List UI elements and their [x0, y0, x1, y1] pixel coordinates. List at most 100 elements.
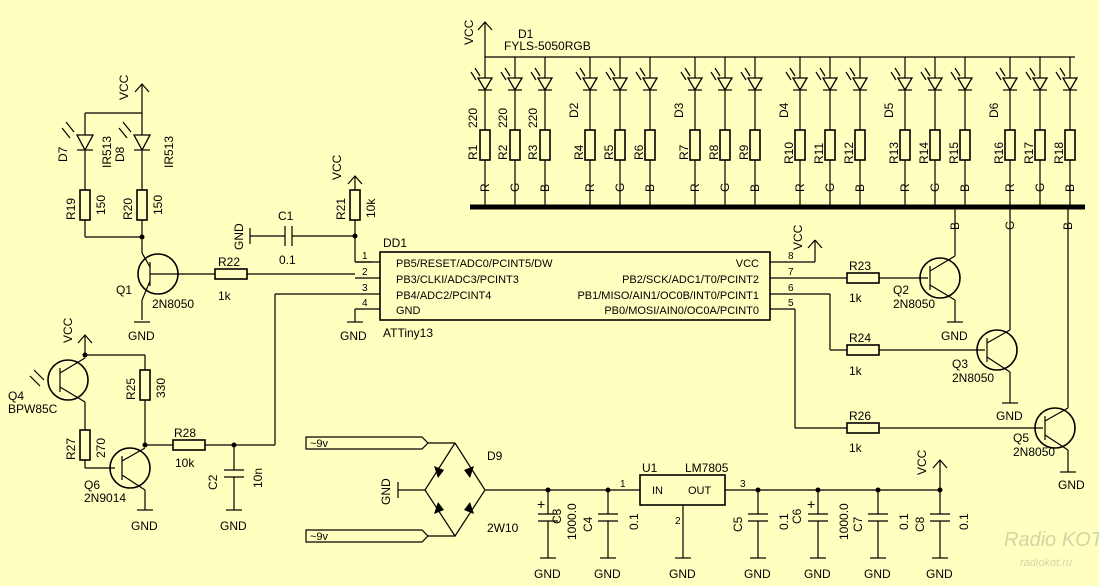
- gnd-c1: GND: [232, 223, 246, 250]
- d2-ref: D2: [567, 102, 581, 118]
- r4-ref: R4: [572, 144, 586, 160]
- r22-value: 1k: [218, 289, 232, 303]
- resistor-r3: R3 220: [526, 98, 551, 205]
- r26-value: 1k: [849, 441, 863, 455]
- rgb-led: [740, 57, 764, 98]
- ac-input-2: ~9v: [310, 531, 329, 543]
- c2-ref: C2: [206, 474, 220, 490]
- r28-ref: R28: [174, 426, 196, 440]
- u1-in: IN: [652, 485, 663, 497]
- c6-ref: C6: [790, 508, 804, 524]
- c4-value: 0.1: [627, 513, 641, 530]
- resistor-r11: R11: [812, 98, 836, 205]
- rgb-led: [890, 57, 914, 98]
- d1-ref: D1: [518, 27, 534, 41]
- watermark-logo: Radio KOT radiokot.ru: [1004, 529, 1099, 569]
- vcc-mcu-label: VCC: [791, 224, 805, 250]
- resistor-r12: R12: [842, 98, 866, 205]
- d9-ref: D9: [487, 449, 503, 463]
- gnd-c2: GND: [220, 519, 247, 533]
- bus-letter: B: [643, 184, 657, 192]
- resistor-r16: R16: [992, 98, 1016, 205]
- rgb-led: [785, 57, 809, 98]
- bus-letter: B: [538, 184, 552, 192]
- d5-ref: D5: [882, 102, 896, 118]
- bus-letter: R: [793, 183, 807, 192]
- q4-part: BPW85C: [8, 402, 58, 416]
- c8-ref: C8: [913, 516, 927, 532]
- resistor-r7: R7: [677, 98, 701, 205]
- r19-value: 150: [94, 195, 108, 215]
- d8-part: IR513: [162, 136, 176, 168]
- r15-ref: R15: [947, 142, 961, 164]
- c3-value: 1000.0: [565, 503, 579, 540]
- bus-label-b: B: [948, 222, 962, 230]
- r26-ref: R26: [849, 409, 871, 423]
- rgb-led: [710, 57, 734, 98]
- rgb-led: [815, 57, 839, 98]
- vcc-r21-label: VCC: [330, 154, 344, 180]
- rgb-led: [500, 57, 524, 98]
- r25-value: 330: [154, 378, 168, 398]
- rgb-led: [635, 57, 659, 98]
- resistor-r6: R6: [632, 98, 656, 205]
- r10-ref: R10: [782, 142, 796, 164]
- rgb-led: [680, 57, 704, 98]
- q6-part: 2N9014: [84, 491, 126, 505]
- rgb-led: [470, 57, 494, 98]
- r1-ref: R1: [466, 144, 480, 160]
- ir-led-section: VCC D7 IR513 D8 IR513 R19 150 R20 150: [56, 74, 176, 253]
- r21-ref: R21: [334, 198, 348, 220]
- mcu-pin-right-8: VCC: [736, 258, 759, 270]
- resistor-r9: R9: [737, 98, 761, 205]
- d6-ref: D6: [987, 102, 1001, 118]
- transistor-q2: R23 1k GND Q2 2N8050: [830, 235, 968, 343]
- gnd-c3: GND: [534, 567, 561, 581]
- mcu-pin-num-7: 7: [788, 267, 794, 278]
- r20-ref: R20: [121, 198, 135, 220]
- mcu-pin-left-1: PB5/RESET/ADC0/PCINT5/DW: [396, 258, 553, 270]
- r24-ref: R24: [849, 331, 871, 345]
- rgb-led: [605, 57, 629, 98]
- bus-letter: G: [1033, 183, 1047, 192]
- c1-value: 0.1: [279, 253, 296, 267]
- vcc-ir-label: VCC: [117, 74, 131, 100]
- bus-label-b2: B: [1061, 222, 1075, 230]
- d7-ref: D7: [56, 146, 70, 162]
- resistor-r21: VCC R21 10k: [330, 154, 378, 263]
- resistor-r1: R1 220: [466, 98, 491, 205]
- r3-value: 220: [526, 108, 540, 128]
- mcu-pin-num-3: 3: [362, 283, 368, 294]
- bus-letters: R G B R G B R G B R G B R G B R G B: [478, 183, 1077, 192]
- q1-ref: Q1: [116, 283, 132, 297]
- bus-letter: R: [688, 183, 702, 192]
- vcc-photo-label: VCC: [61, 317, 75, 343]
- gnd-q2: GND: [941, 329, 968, 343]
- u1-out: OUT: [688, 485, 712, 497]
- mcu-pin-left-3: PB4/ADC2/PCINT4: [396, 290, 491, 302]
- c8-value: 0.1: [957, 513, 971, 530]
- capacitor-c1: GND C1 0.1: [232, 209, 358, 267]
- c6-plus-icon: +: [807, 496, 815, 512]
- resistor-r2: R2 220: [496, 98, 521, 205]
- bus-letter: G: [613, 183, 627, 192]
- r16-ref: R16: [992, 142, 1006, 164]
- q3-part: 2N8050: [952, 371, 994, 385]
- r18-ref: R18: [1052, 142, 1066, 164]
- mcu-part: ATTiny13: [383, 326, 433, 340]
- r25-ref: R25: [124, 378, 138, 400]
- q5-ref: Q5: [1013, 431, 1029, 445]
- gnd-mcu: GND: [340, 329, 367, 343]
- c4-ref: C4: [581, 516, 595, 532]
- rgb-led-array: VCC D1 FYLS-5050RGB D2 D3 D4 D5 D6 R1 22…: [462, 19, 1085, 235]
- bus-letter: G: [718, 183, 732, 192]
- u1-pin1: 1: [620, 479, 626, 490]
- r21-value: 10k: [364, 198, 378, 218]
- gnd-c4: GND: [594, 567, 621, 581]
- r24-value: 1k: [849, 364, 863, 378]
- r19-ref: R19: [64, 198, 78, 220]
- c7-value: 0.1: [897, 513, 911, 530]
- c5-value: 0.1: [777, 513, 791, 530]
- resistor-r22: R22 1k: [214, 255, 355, 303]
- gnd-c6: GND: [804, 567, 831, 581]
